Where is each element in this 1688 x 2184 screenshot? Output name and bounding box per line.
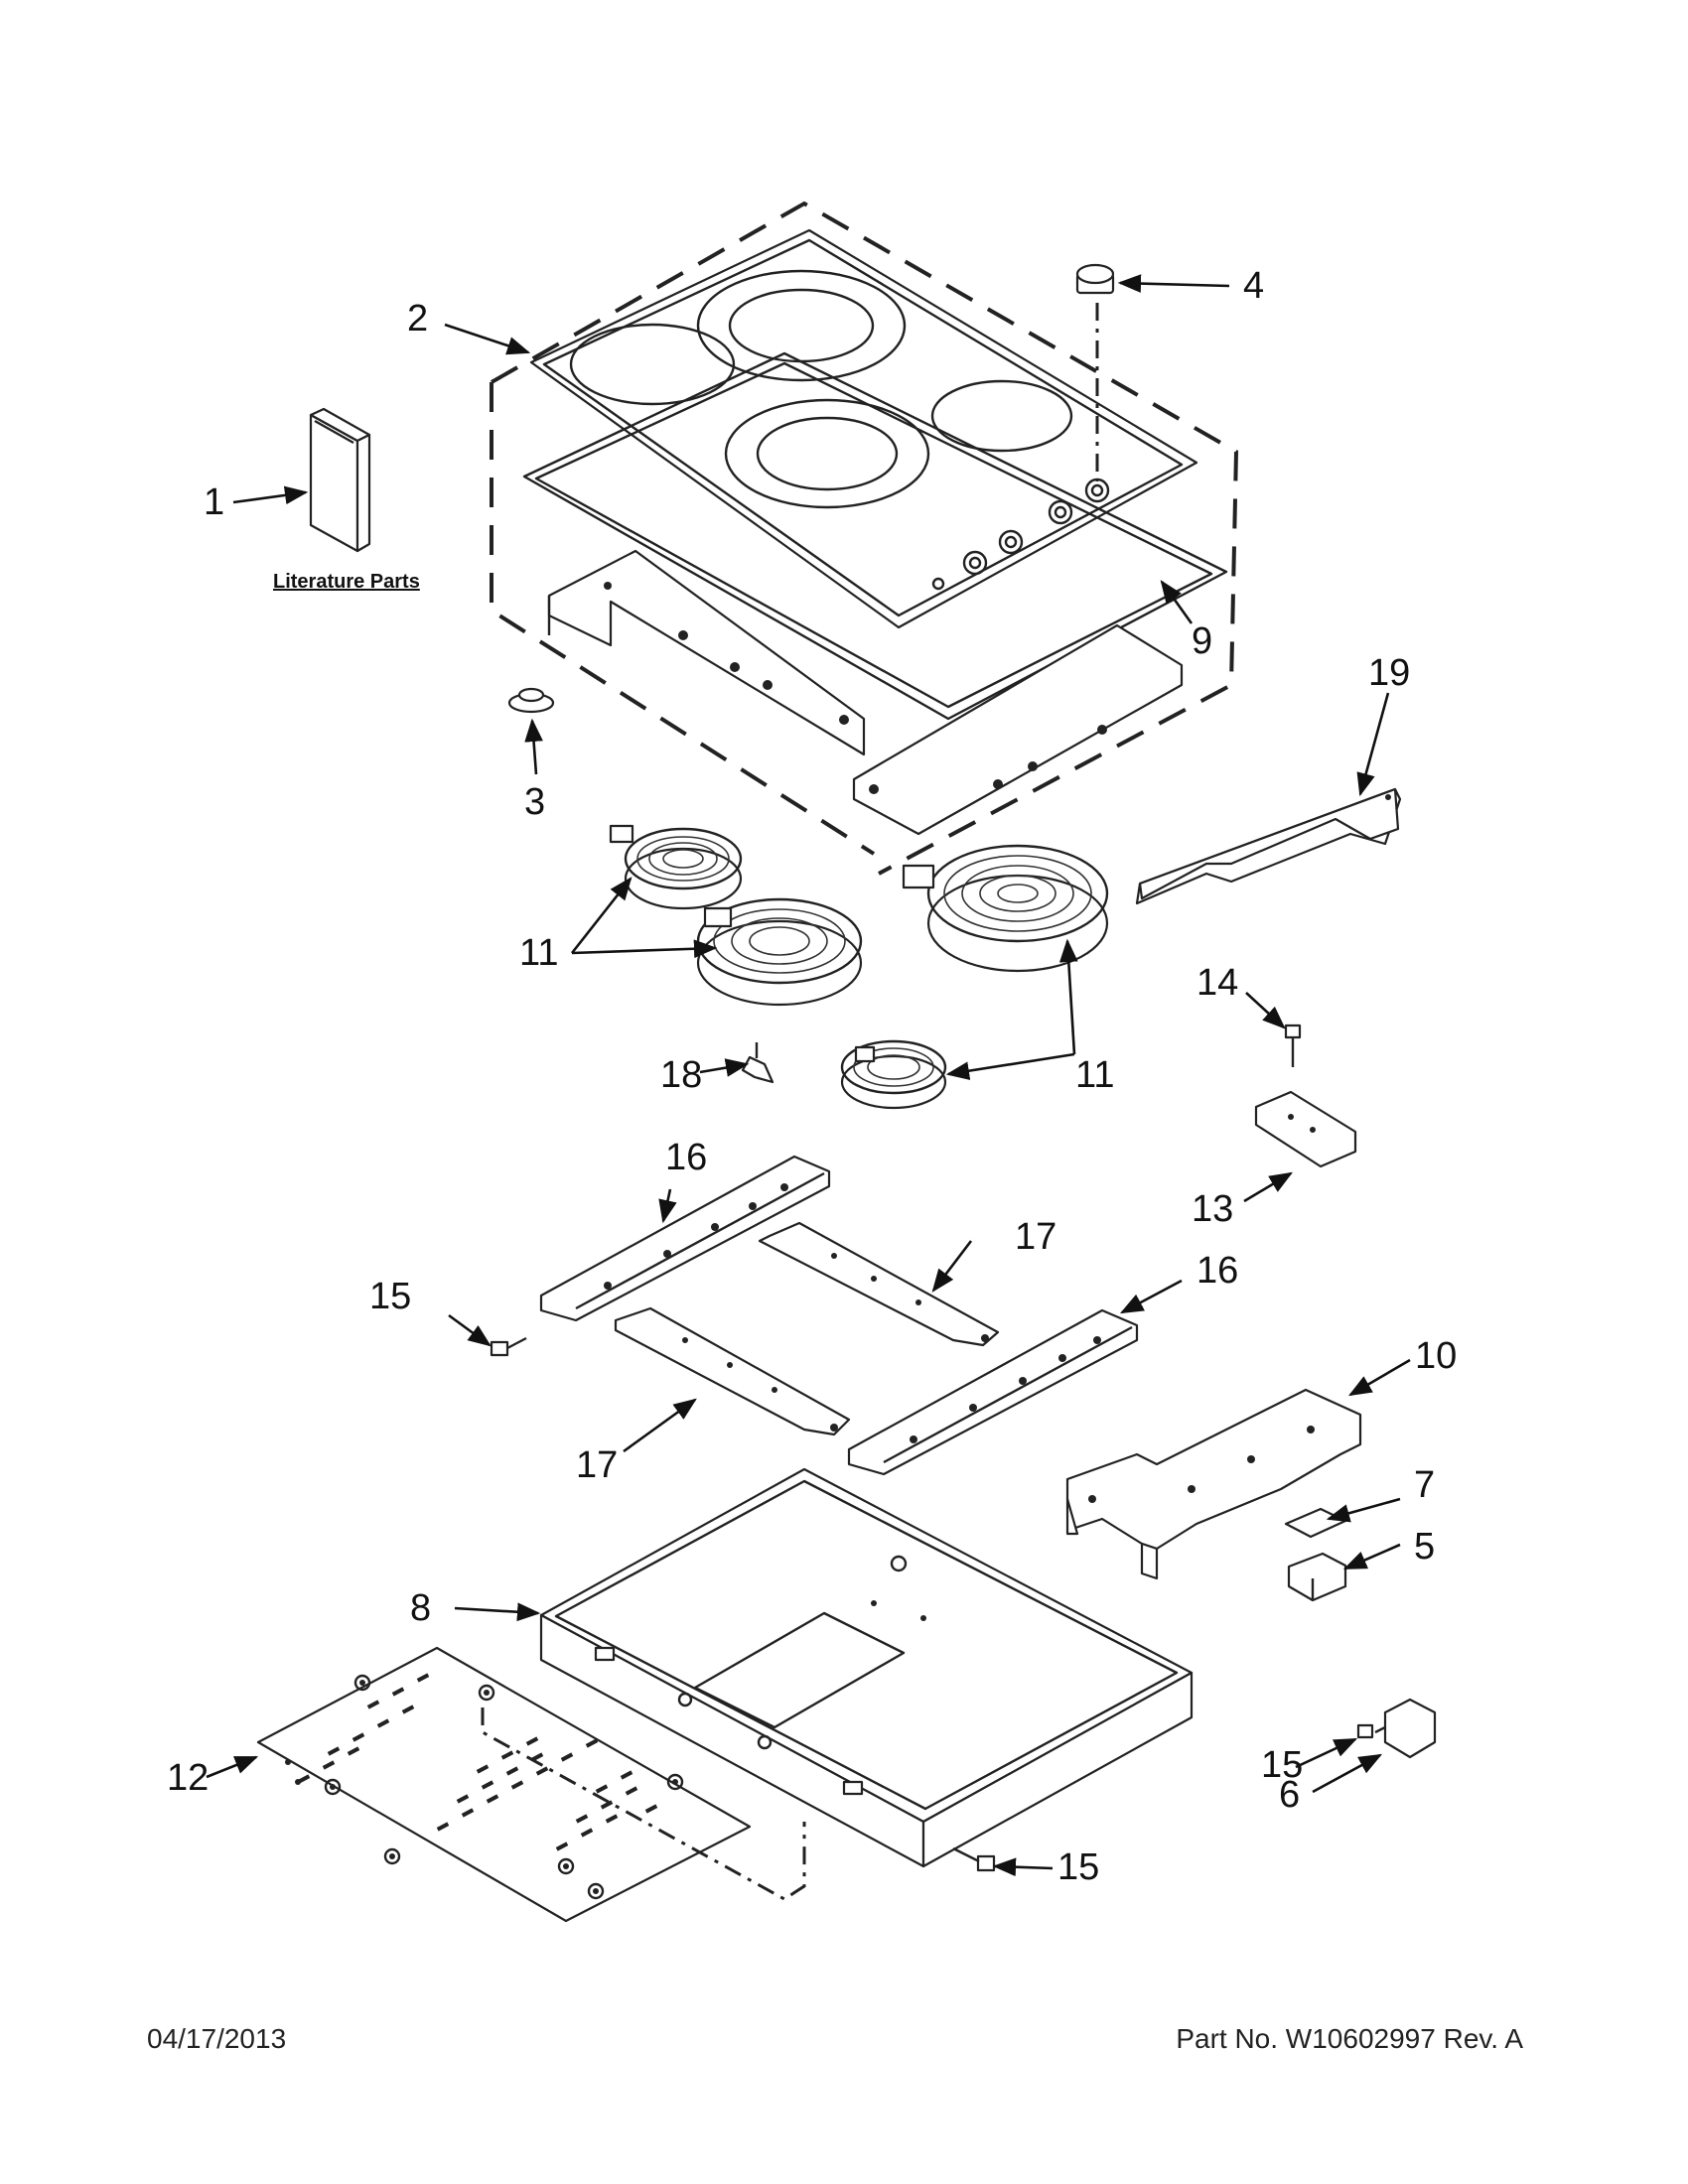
callout-4: 4 — [1243, 265, 1264, 307]
control-knob-icons — [931, 478, 1110, 591]
element-clip-part[interactable] — [741, 1042, 774, 1084]
callout-16-upper: 16 — [665, 1137, 707, 1178]
radiant-element-small-front[interactable] — [840, 1039, 947, 1110]
callout-15-right: 15 — [1261, 1744, 1303, 1786]
callout-numbers: 1 2 3 4 5 6 7 8 9 10 11 11 12 13 14 15 1… — [167, 265, 1457, 1888]
screw-part-15-bottom[interactable] — [952, 1846, 996, 1872]
support-rail-16-lower[interactable] — [847, 1308, 1139, 1476]
rear-bracket-part[interactable] — [1135, 787, 1402, 905]
control-module-part-5[interactable] — [1287, 1552, 1347, 1602]
literature-parts-label: Literature Parts — [273, 571, 420, 593]
radiant-element-small-rear[interactable] — [609, 824, 743, 910]
cover-screw-holes — [285, 1674, 684, 1900]
callout-13: 13 — [1192, 1188, 1233, 1230]
callout-5: 5 — [1414, 1526, 1435, 1568]
callout-9: 9 — [1192, 620, 1212, 662]
callout-12: 12 — [167, 1757, 209, 1799]
callout-15-bottom: 15 — [1057, 1846, 1099, 1888]
footer-date: 04/17/2013 — [147, 2023, 287, 2054]
grommet-part[interactable] — [507, 687, 555, 714]
callout-10: 10 — [1415, 1335, 1457, 1377]
literature-booklet-part[interactable] — [309, 407, 371, 553]
callout-leaders — [206, 274, 1411, 1877]
callout-17-upper: 17 — [1015, 1216, 1056, 1258]
callout-18: 18 — [660, 1054, 702, 1096]
control-knob-part[interactable] — [1075, 263, 1115, 481]
screw-part-15-left[interactable] — [490, 1336, 527, 1357]
terminal-block-part-6[interactable] — [1374, 1698, 1437, 1759]
screw-part-15-right[interactable] — [1356, 1723, 1374, 1739]
callout-17-lower: 17 — [576, 1444, 618, 1486]
callout-15-left: 15 — [369, 1276, 411, 1317]
radiant-element-large-front[interactable] — [696, 897, 863, 1007]
control-bracket-part[interactable] — [1065, 1388, 1362, 1580]
support-rail-17-upper[interactable] — [758, 1221, 1000, 1347]
cooktop-mounting-bracket — [547, 549, 1184, 836]
callout-3: 3 — [524, 781, 545, 823]
callout-2: 2 — [407, 298, 428, 340]
cover-vent-slots — [297, 1673, 658, 1851]
callout-11-left: 11 — [519, 932, 558, 974]
label-part-7[interactable] — [1284, 1507, 1347, 1539]
base-pan-part-8[interactable] — [539, 1467, 1194, 1868]
bottom-cover-part-12[interactable] — [256, 1646, 806, 1923]
callout-7: 7 — [1414, 1464, 1435, 1506]
support-rail-17-lower[interactable] — [614, 1306, 851, 1436]
radiant-element-large-right[interactable] — [902, 844, 1109, 973]
callout-11-right: 11 — [1075, 1054, 1114, 1096]
callout-19: 19 — [1368, 652, 1410, 694]
screw-part-14[interactable] — [1284, 1024, 1302, 1067]
small-bracket-part-13[interactable] — [1254, 1090, 1357, 1168]
footer-part-number: Part No. W10602997 Rev. A — [1176, 2023, 1523, 2054]
cooktop-assembly-boundary — [490, 201, 1239, 876]
callout-1: 1 — [204, 481, 224, 523]
callout-14: 14 — [1196, 962, 1238, 1004]
callout-16-lower: 16 — [1196, 1250, 1238, 1292]
callout-8: 8 — [410, 1587, 431, 1629]
cooktop-gasket-part[interactable] — [522, 351, 1228, 721]
callout-6: 6 — [1279, 1774, 1300, 1816]
support-rail-16-upper[interactable] — [539, 1155, 831, 1322]
